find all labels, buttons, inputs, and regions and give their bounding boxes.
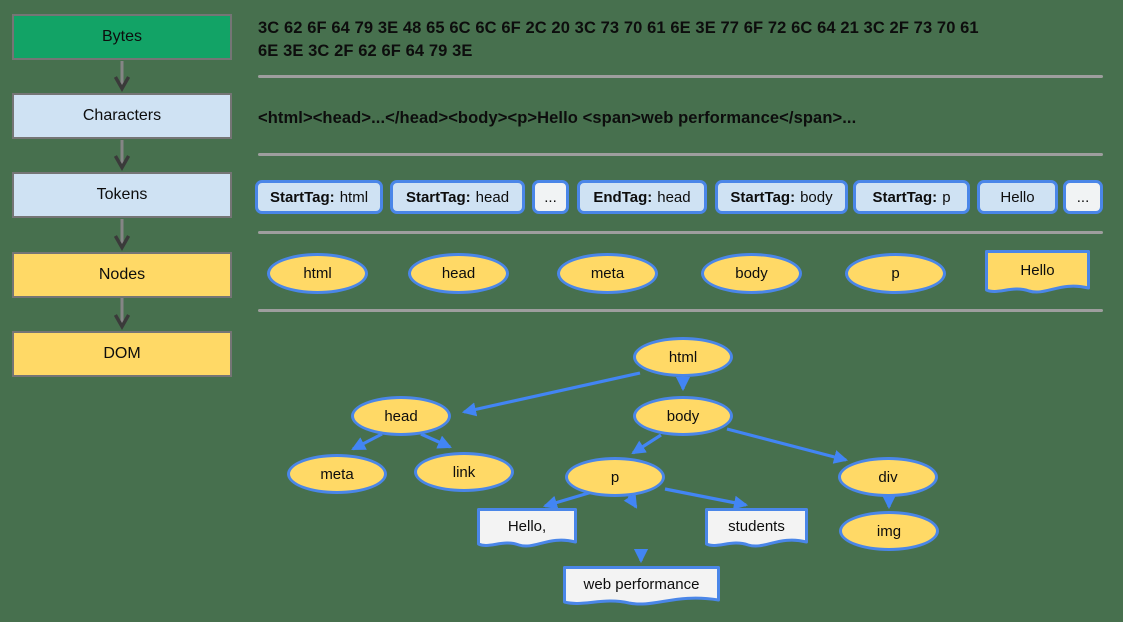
- dom-node-link: link: [414, 452, 514, 492]
- stage-characters: Characters: [12, 93, 232, 139]
- bytes-line-2: 6E 3E 3C 2F 62 6F 64 79 3E: [258, 42, 473, 60]
- dom-node-div: div: [838, 457, 938, 497]
- token-type-label: StartTag:: [730, 188, 796, 206]
- dom-text-node-students: students: [705, 508, 808, 550]
- characters-stream: <html><head>...</head><body><p>Hello <sp…: [258, 109, 857, 127]
- token-type-label: EndTag:: [593, 188, 653, 206]
- token-value: head: [657, 188, 691, 206]
- node-p: p: [845, 253, 946, 294]
- dom-node-body: body: [633, 396, 733, 436]
- token-ellipsis-1: ...: [532, 180, 569, 214]
- node-html: html: [267, 253, 368, 294]
- token-value: p: [942, 188, 951, 206]
- token-value: head: [475, 188, 510, 206]
- text-node-label: students: [728, 518, 785, 536]
- text-node-label: Hello,: [507, 518, 547, 536]
- divider-tokens: [258, 231, 1103, 234]
- text-node-label: web performance: [583, 576, 700, 594]
- divider-chars: [258, 153, 1103, 156]
- divider-nodes: [258, 309, 1103, 312]
- token-value: ...: [1076, 188, 1090, 206]
- dom-node-html: html: [633, 337, 733, 377]
- stage-nodes: Nodes: [12, 252, 232, 298]
- token-type-label: StartTag:: [269, 188, 335, 206]
- dom-node-p: p: [565, 457, 665, 497]
- stage-tokens: Tokens: [12, 172, 232, 218]
- token-starttag-p: StartTag:p: [853, 180, 970, 214]
- text-node-label: Hello: [1020, 261, 1055, 279]
- dom-tree-edges: [351, 371, 897, 564]
- node-body: body: [701, 253, 802, 294]
- token-type-label: StartTag:: [405, 188, 471, 206]
- dom-node-head: head: [351, 396, 451, 436]
- stage-dom: DOM: [12, 331, 232, 377]
- token-starttag-body: StartTag:body: [715, 180, 848, 214]
- dom-text-node-web-performance: web performance: [563, 566, 720, 608]
- token-value: body: [800, 188, 833, 206]
- bytes-stream: 3C 62 6F 64 79 3E 48 65 6C 6C 6F 2C 20 3…: [258, 17, 979, 63]
- token-ellipsis-2: ...: [1063, 180, 1103, 214]
- node-meta: meta: [557, 253, 658, 294]
- bytes-line-1: 3C 62 6F 64 79 3E 48 65 6C 6C 6F 2C 20 3…: [258, 19, 979, 37]
- divider-bytes: [258, 75, 1103, 78]
- token-starttag-html: StartTag:html: [255, 180, 383, 214]
- dom-node-img: img: [839, 511, 939, 551]
- node-text-hello: Hello: [985, 250, 1090, 296]
- token-starttag-head: StartTag:head: [390, 180, 525, 214]
- token-text-hello: Hello: [977, 180, 1058, 214]
- token-value: Hello: [1000, 188, 1035, 206]
- token-value: ...: [544, 188, 557, 206]
- dom-text-node-hello: Hello,: [477, 508, 577, 550]
- token-endtag-head: EndTag:head: [577, 180, 707, 214]
- token-type-label: StartTag:: [872, 188, 938, 206]
- dom-node-meta: meta: [287, 454, 387, 494]
- stage-bytes: Bytes: [12, 14, 232, 60]
- node-head: head: [408, 253, 509, 294]
- token-value: html: [339, 188, 369, 206]
